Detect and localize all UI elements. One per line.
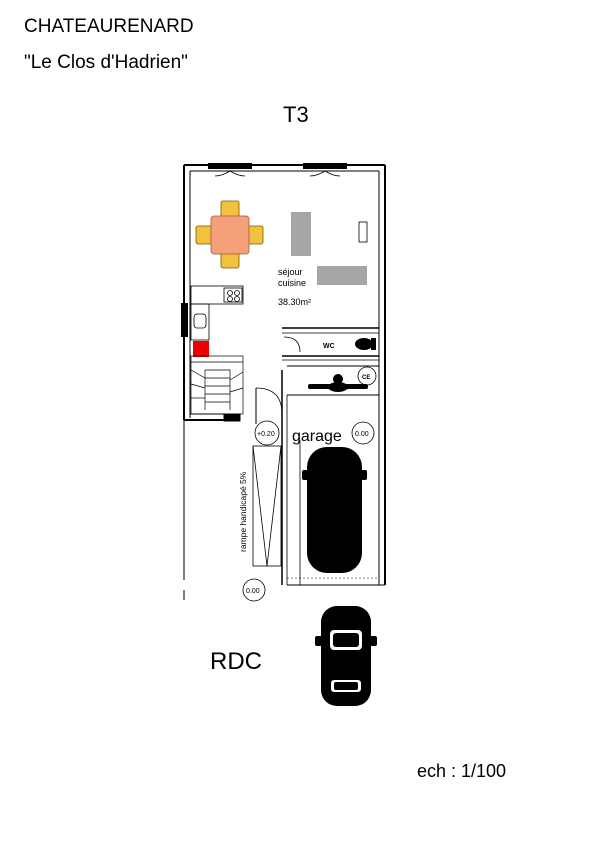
street-level-marker	[242, 578, 266, 602]
kitchen-counter	[190, 285, 244, 341]
window-left	[208, 163, 252, 169]
car-parking-icon	[315, 606, 377, 706]
ramp	[252, 445, 282, 567]
window-side	[181, 303, 188, 337]
garage-level-marker	[351, 421, 375, 445]
electrical-panel	[193, 341, 209, 357]
ramp-label: rampe handicapé 5%	[238, 471, 248, 552]
motorcycle-icon	[308, 374, 368, 392]
garage-level: 0.00	[355, 431, 369, 438]
project-title: CHATEAURENARD	[24, 16, 194, 37]
garage-walls	[287, 365, 385, 586]
dining-table	[210, 215, 250, 255]
garage-label: garage	[292, 428, 342, 445]
living-label-1: séjour	[278, 267, 303, 277]
dining-set	[195, 200, 264, 269]
project-subtitle: "Le Clos d'Hadrien"	[24, 52, 188, 73]
staircase	[190, 355, 244, 415]
living-label-2: cuisine	[278, 278, 306, 288]
wc-room	[282, 327, 379, 361]
toilet-icon	[355, 338, 373, 350]
fridge	[358, 221, 368, 243]
utility-label: CE	[362, 375, 370, 381]
ramp-level-marker	[254, 420, 280, 446]
entrance-door	[223, 370, 288, 585]
level-label: RDC	[210, 648, 262, 675]
street-level: 0.00	[246, 588, 260, 595]
kitchen-island	[291, 212, 311, 256]
unit-type-label: T3	[283, 102, 309, 127]
window-right	[303, 163, 347, 169]
ramp-level: +0.20	[257, 431, 275, 438]
scale-label: ech : 1/100	[417, 761, 507, 781]
living-area: 38.30m²	[278, 297, 311, 307]
wc-label: WC	[323, 343, 335, 350]
car-garage-icon	[302, 447, 367, 573]
kitchen-worktop	[317, 266, 367, 285]
